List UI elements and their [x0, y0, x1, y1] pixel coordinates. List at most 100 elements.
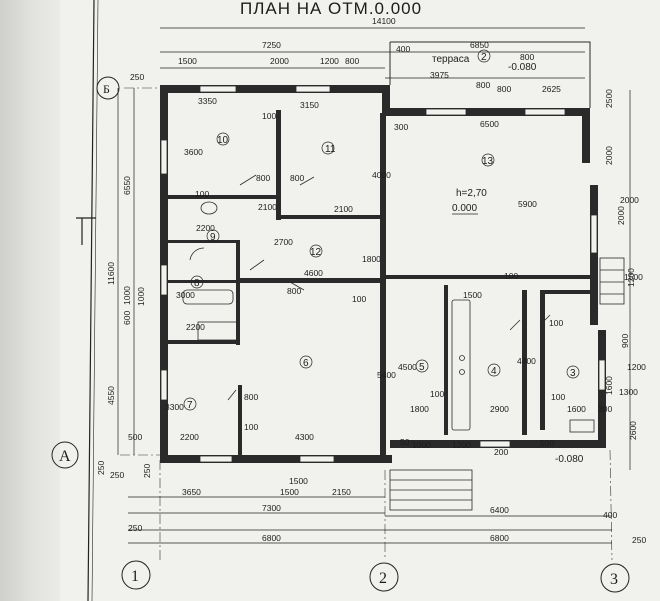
dims_inner-dim-23: 3300 [165, 402, 184, 412]
dims_inner-dim-35: 1200 [452, 440, 471, 450]
dims_bottom-dim-5: 400 [603, 510, 617, 520]
dims_inner-dim-1: 4000 [372, 170, 391, 180]
plan-title: ПЛАН НА ОТМ.0.000 [240, 0, 422, 18]
dims_inner-dim-25: 100 [244, 422, 258, 432]
dims_inner-dim-38: 50 [400, 437, 410, 447]
room-number-8: 8 [194, 278, 200, 289]
terrace-level: -0.080 [508, 62, 537, 73]
dims_inner-dim-12: 4600 [304, 268, 323, 278]
dims_inner-dim-42: 2000 [620, 195, 639, 205]
dims_inner-dim-2: 5900 [518, 199, 537, 209]
dims_top-dim-12: 800 [497, 84, 511, 94]
room-number-13: 13 [482, 156, 494, 167]
dims_top-dim-5: 1200 [320, 56, 339, 66]
dims_top-dim-7: 800 [520, 52, 534, 62]
room-number-3: 3 [570, 368, 576, 379]
dims_left-dim-7: 250 [142, 464, 152, 478]
dims_bottom-dim-6: 250 [128, 523, 142, 533]
dims_top-dim-1: 7250 [262, 40, 281, 50]
dims_right-dim-0: 2500 [604, 89, 614, 108]
dims_inner-dim-9: 2200 [196, 223, 215, 233]
axis-label-3: 3 [610, 571, 618, 588]
dims_top-dim-4: 2000 [270, 56, 289, 66]
axis-label-2: 2 [379, 570, 387, 587]
dims_right-dim-3: 900 [620, 334, 630, 348]
dims_inner-dim-26: 1800 [410, 404, 429, 414]
dims_top-dim-13: 3350 [198, 96, 217, 106]
dims_left-dim-1: 11600 [106, 262, 116, 285]
dims_left-dim-0: 6550 [122, 176, 132, 195]
axis-bubble-b [96, 76, 120, 100]
ceiling-height-note: h=2,70 [456, 188, 487, 199]
dims_right-dim-4: 1600 [604, 376, 614, 395]
dims_inner-dim-36: 500 [540, 438, 554, 448]
dims_inner-dim-8: 2100 [334, 204, 353, 214]
dims_inner-dim-22: 100 [549, 318, 563, 328]
dims_bottom-dim-10: 250 [110, 470, 124, 480]
dims_inner-dim-29: 100 [551, 392, 565, 402]
room-number-11: 11 [325, 144, 336, 155]
terrace-label: терраса [432, 54, 470, 65]
dims_top-dim-10: 250 [130, 72, 144, 82]
dims_top-dim-14: 3150 [300, 100, 319, 110]
dims_inner-dim-7: 2100 [258, 202, 277, 212]
dims_inner-dim-18: 2200 [186, 322, 205, 332]
axis-bubble-3 [600, 563, 630, 593]
room-number-2: 2 [481, 52, 487, 63]
dims_bottom-dim-9: 250 [632, 535, 646, 545]
dims_inner-dim-43: 1500 [624, 272, 643, 282]
dims_right-dim-2: 2000 [616, 206, 626, 225]
room-number-7: 7 [187, 400, 193, 411]
dims_top-dim-17: 400 [396, 44, 410, 54]
dims_inner-dim-17: 3000 [176, 290, 195, 300]
dims_bottom-dim-4: 6400 [490, 505, 509, 515]
dims_inner-dim-16: 100 [504, 271, 518, 281]
axis-label-b: Б [103, 82, 110, 96]
dims_left-dim-5: 1000 [136, 287, 146, 306]
axis-markers [51, 76, 630, 593]
room-number-9: 9 [210, 232, 216, 243]
dims_top-dim-11: 300 [394, 122, 408, 132]
windows [160, 85, 606, 463]
dims_inner-dim-30: 1600 [567, 404, 586, 414]
dims_inner-dim-11: 1800 [362, 254, 381, 264]
dims_inner-dim-0: 3600 [184, 147, 203, 157]
dims_inner-dim-34: 1000 [412, 440, 431, 450]
door-swings [189, 174, 551, 401]
section-mark [76, 217, 96, 245]
dims_bottom-dim-1: 1500 [280, 487, 299, 497]
dims_top-dim-16: 800 [476, 80, 490, 90]
dims_right-dim-5: 2600 [628, 421, 638, 440]
dims_inner-dim-28: 2900 [490, 404, 509, 414]
room-number-5: 5 [419, 362, 425, 373]
dims_inner-dim-27: 100 [430, 389, 444, 399]
room-number-6: 6 [303, 358, 309, 369]
dims_inner-dim-20: 5400 [377, 370, 396, 380]
axis-label-a: А [59, 448, 71, 465]
dims_bottom-dim-8: 6800 [490, 533, 509, 543]
dims_top-dim-8: 3975 [430, 70, 449, 80]
dims_inner-dim-4: 800 [290, 173, 304, 183]
dims_top-dim-2: 6850 [470, 40, 489, 50]
dims_left-dim-3: 1000 [122, 286, 132, 305]
dims_top-dim-15: 6500 [480, 119, 499, 129]
dims_left-dim-6: 250 [96, 461, 106, 475]
dims_bottom-dim-0: 3650 [182, 487, 201, 497]
dims_bottom-dim-11: 1500 [289, 476, 308, 486]
dims_inner-dim-15: 1500 [463, 290, 482, 300]
axis-bubble-a [51, 441, 79, 469]
dims_top-dim-3: 1500 [178, 56, 197, 66]
dimension-lines [117, 27, 631, 544]
page-frame [87, 0, 99, 601]
dims_inner-dim-33: 4300 [295, 432, 314, 442]
main-floor-level: 0.000 [452, 203, 477, 214]
dims_inner-dim-24: 800 [244, 392, 258, 402]
dims_bottom-dim-3: 7300 [262, 503, 281, 513]
dims_top-dim-9: 2625 [542, 84, 561, 94]
dims_inner-dim-21: 4400 [517, 356, 536, 366]
dims_bottom-dim-2: 2150 [332, 487, 351, 497]
axis-lines [120, 87, 613, 561]
dims_left-dim-4: 600 [122, 311, 132, 325]
axis-bubble-2 [369, 562, 399, 592]
